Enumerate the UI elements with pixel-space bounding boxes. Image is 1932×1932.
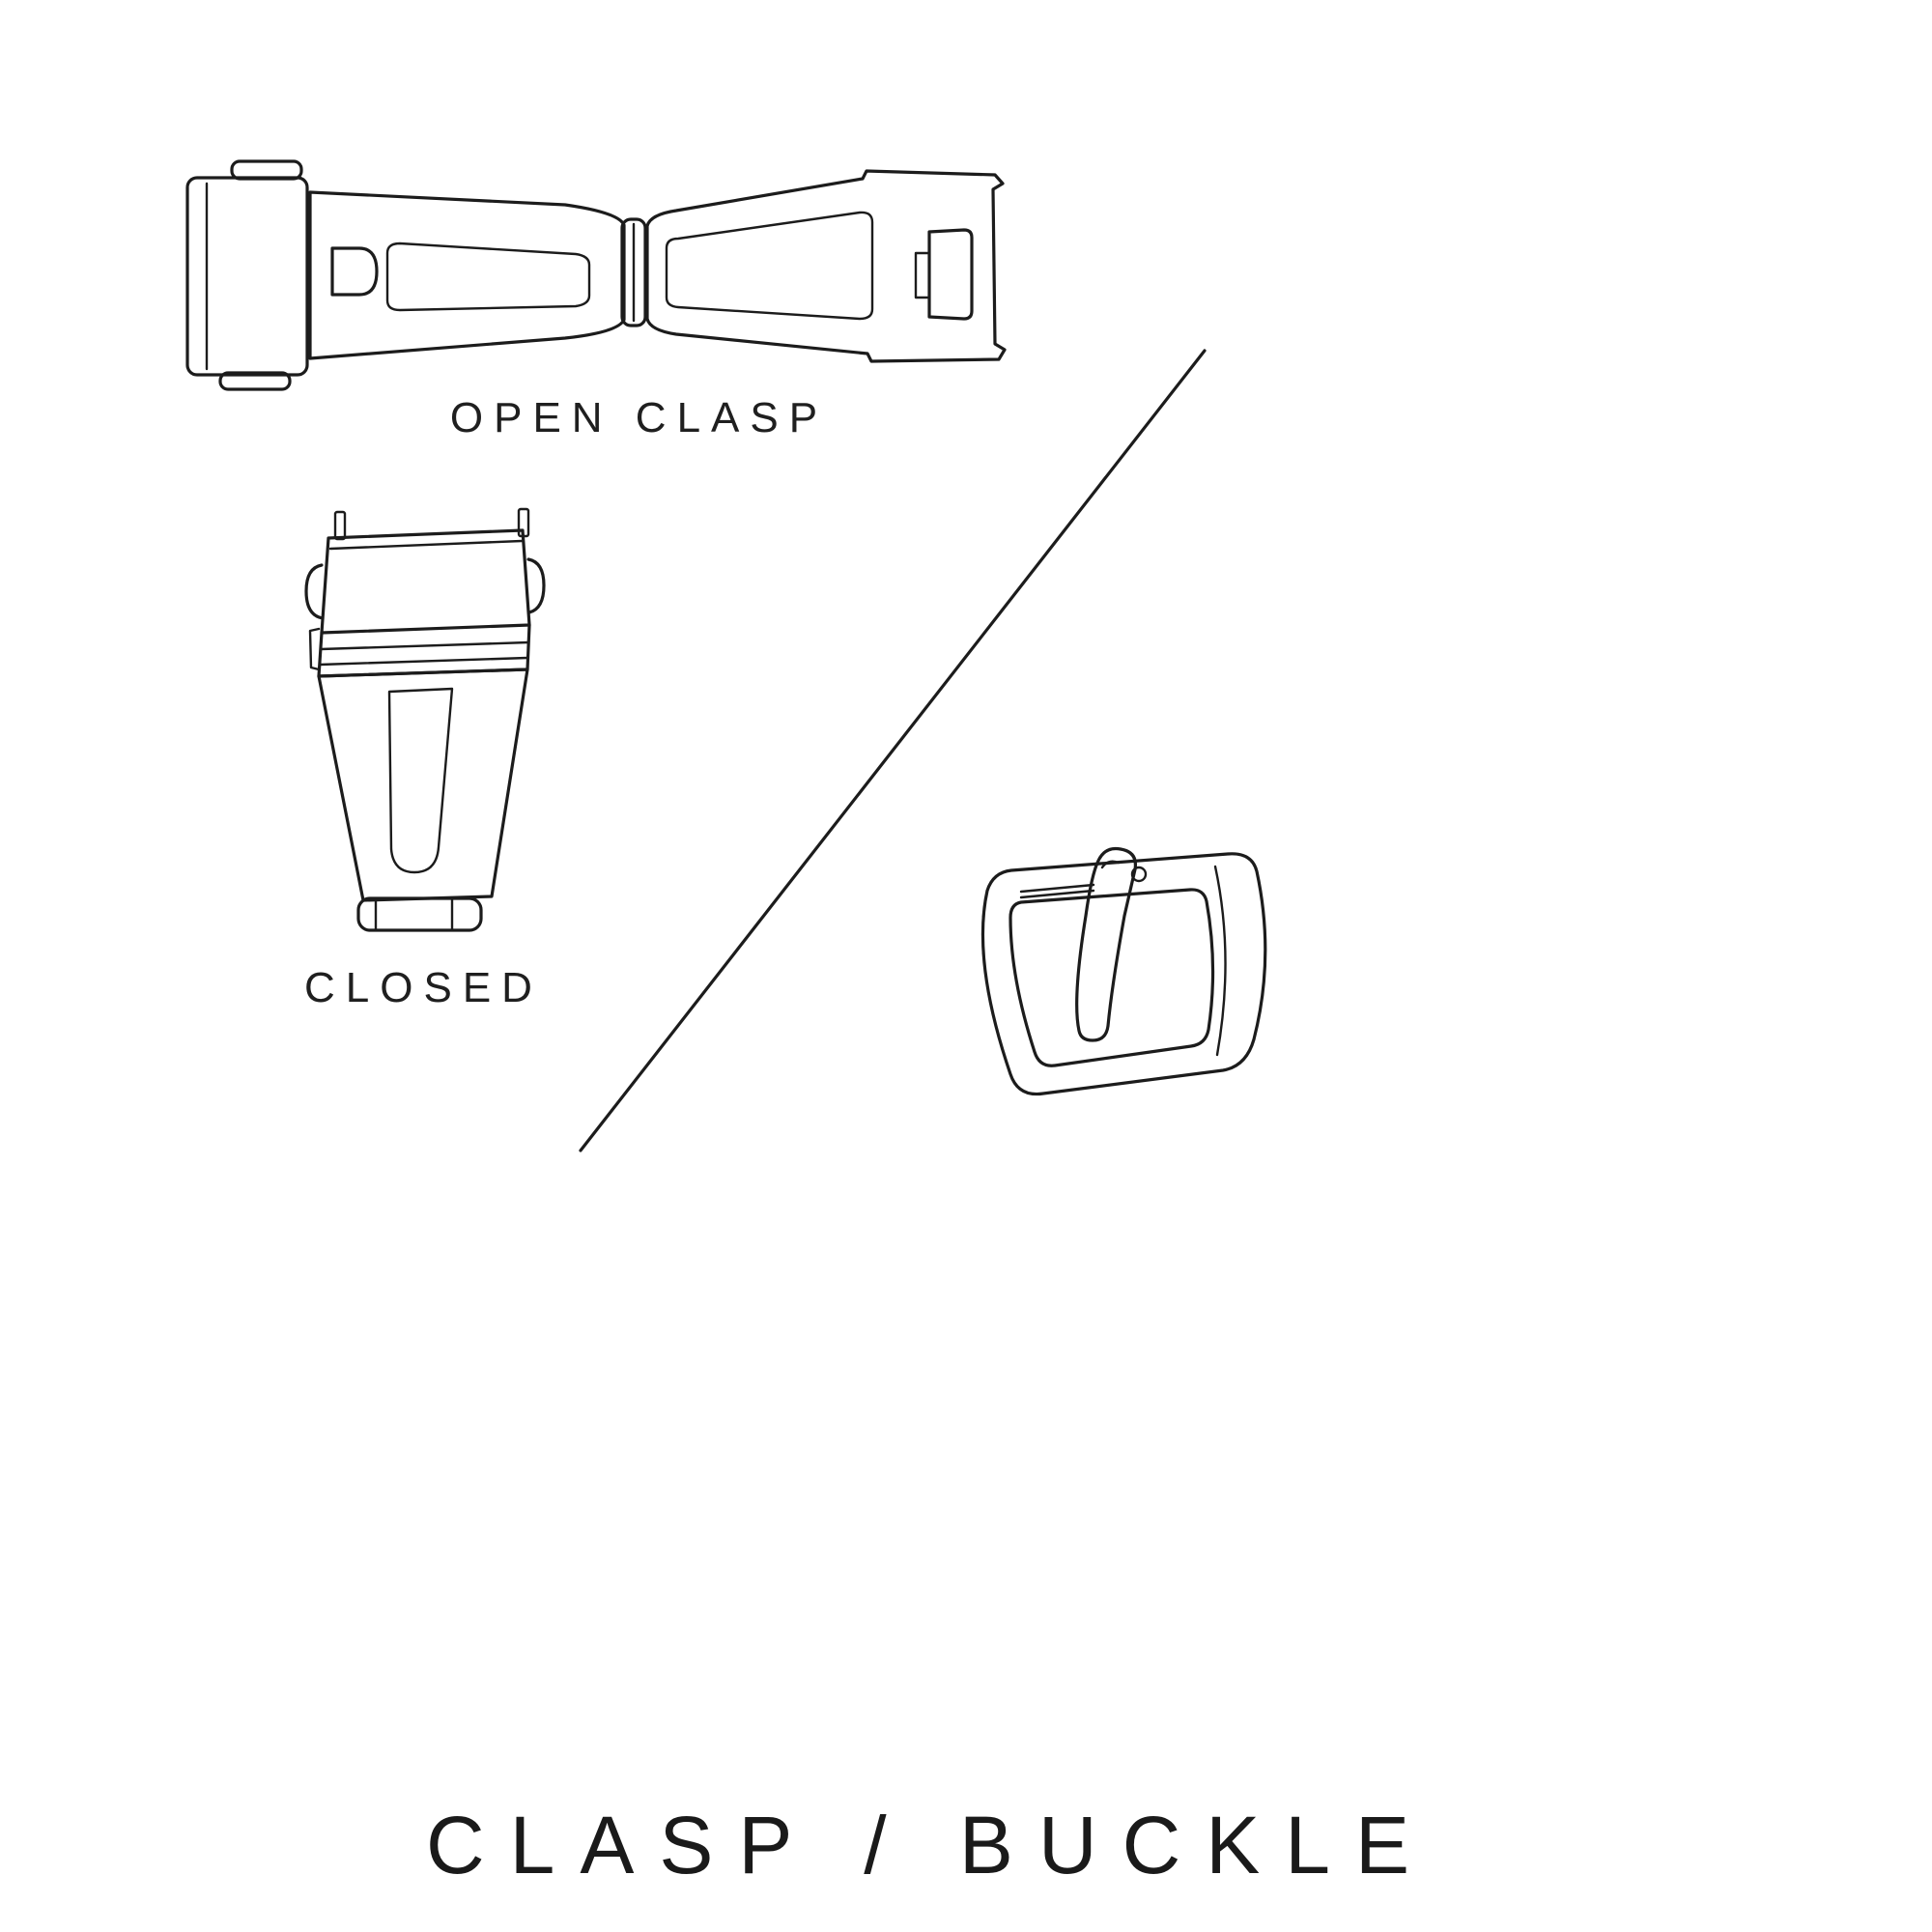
open-clasp-icon [185, 159, 1007, 391]
page-title: CLASP / BUCKLE [425, 1800, 1435, 1890]
closed-clasp-label: CLOSED [304, 964, 543, 1011]
open-clasp-label: OPEN CLASP [449, 394, 829, 441]
closed-clasp-icon [304, 507, 546, 932]
divider-line [579, 349, 1207, 1152]
buckle-icon [980, 846, 1267, 1096]
